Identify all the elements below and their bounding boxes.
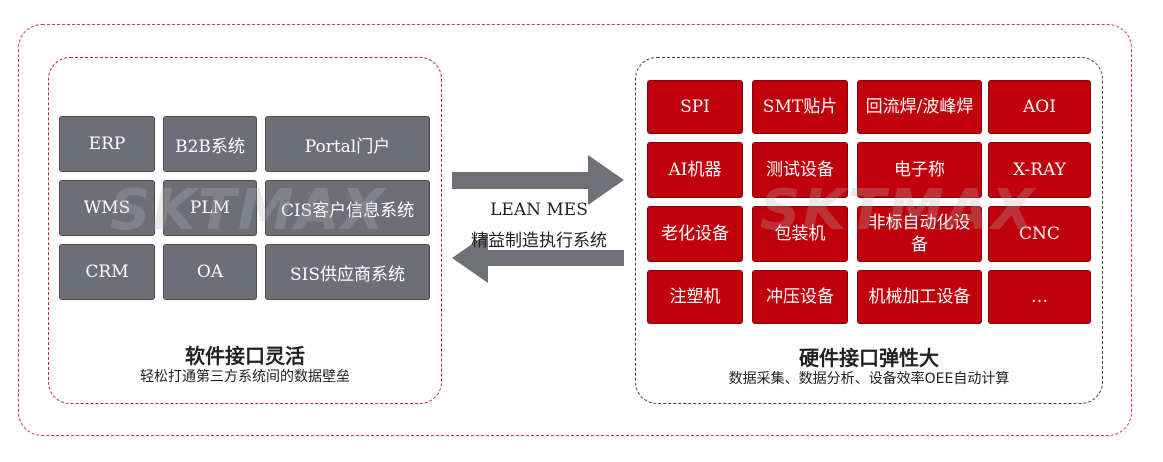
hardware-item-aging: 老化设备 [647, 206, 743, 262]
software-item-plm: PLM [163, 180, 257, 236]
hardware-item-xray: X-RAY [988, 142, 1091, 198]
hardware-item-spi: SPI [647, 80, 743, 134]
software-item-b2b: B2B系统 [163, 116, 257, 172]
hardware-item-more: … [988, 270, 1091, 324]
hardware-item-scale: 电子称 [857, 142, 982, 198]
center-label-line1: LEAN MES [490, 200, 588, 220]
software-panel-subtitle: 轻松打通第三方系统间的数据壁垒 [140, 369, 350, 385]
software-panel-title: 软件接口灵活 [185, 344, 305, 368]
software-item-crm: CRM [59, 244, 155, 300]
hardware-item-packing: 包装机 [752, 206, 848, 262]
hardware-item-reflow: 回流焊/波峰焊 [857, 80, 982, 134]
left-arrow-icon [452, 233, 624, 283]
hardware-item-cnc: CNC [988, 206, 1091, 262]
hardware-panel-subtitle: 数据采集、数据分析、设备效率OEE自动计算 [728, 371, 1010, 387]
hardware-panel-title: 硬件接口弹性大 [799, 346, 939, 370]
hardware-item-custom-automation: 非标自动化设备 [857, 206, 982, 262]
hardware-item-injection: 注塑机 [647, 270, 743, 324]
hardware-item-test: 测试设备 [752, 142, 848, 198]
hardware-item-smt: SMT贴片 [752, 80, 848, 134]
software-item-wms: WMS [59, 180, 155, 236]
center-label-line2: 精益制造执行系统 [471, 231, 607, 251]
software-item-oa: OA [163, 244, 257, 300]
hardware-item-aoi: AOI [988, 80, 1091, 134]
software-item-erp: ERP [59, 116, 155, 172]
hardware-interface-panel [635, 57, 1103, 404]
hardware-item-stamping: 冲压设备 [752, 270, 848, 324]
hardware-item-machining: 机械加工设备 [857, 270, 982, 324]
right-arrow-icon [452, 155, 624, 205]
outer-frame [18, 24, 1132, 436]
hardware-item-ai: AI机器 [647, 142, 743, 198]
software-item-sis: SIS供应商系统 [265, 244, 430, 300]
software-interface-panel [48, 57, 442, 404]
software-item-portal: Portal门户 [265, 116, 430, 172]
software-item-cis: CIS客户信息系统 [265, 180, 430, 236]
